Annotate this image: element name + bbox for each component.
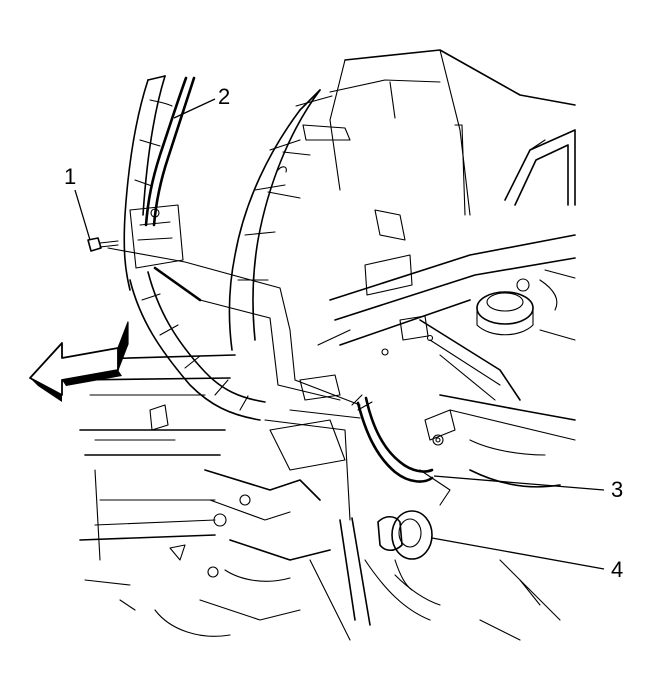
cable-upper-part	[129, 76, 266, 421]
vehicle-body-structure	[59, 49, 576, 641]
callout-label-1: 1	[64, 164, 76, 189]
bolt-part	[87, 237, 119, 252]
cable-lower-part	[351, 394, 434, 483]
routing-guide-lines	[107, 247, 361, 521]
callout-4: 4	[431, 537, 623, 582]
leader-line-4	[431, 537, 605, 570]
callout-3: 3	[433, 475, 623, 502]
front-direction-arrow-icon	[29, 321, 129, 402]
leader-line-1	[74, 189, 91, 241]
leader-line-3	[433, 475, 605, 491]
callout-label-4: 4	[611, 557, 623, 582]
leader-line-2	[173, 98, 216, 119]
callout-1: 1	[64, 164, 91, 241]
callout-label-3: 3	[611, 477, 623, 502]
callout-label-2: 2	[218, 84, 230, 109]
callout-2: 2	[173, 84, 230, 119]
grommet-part	[377, 510, 433, 591]
